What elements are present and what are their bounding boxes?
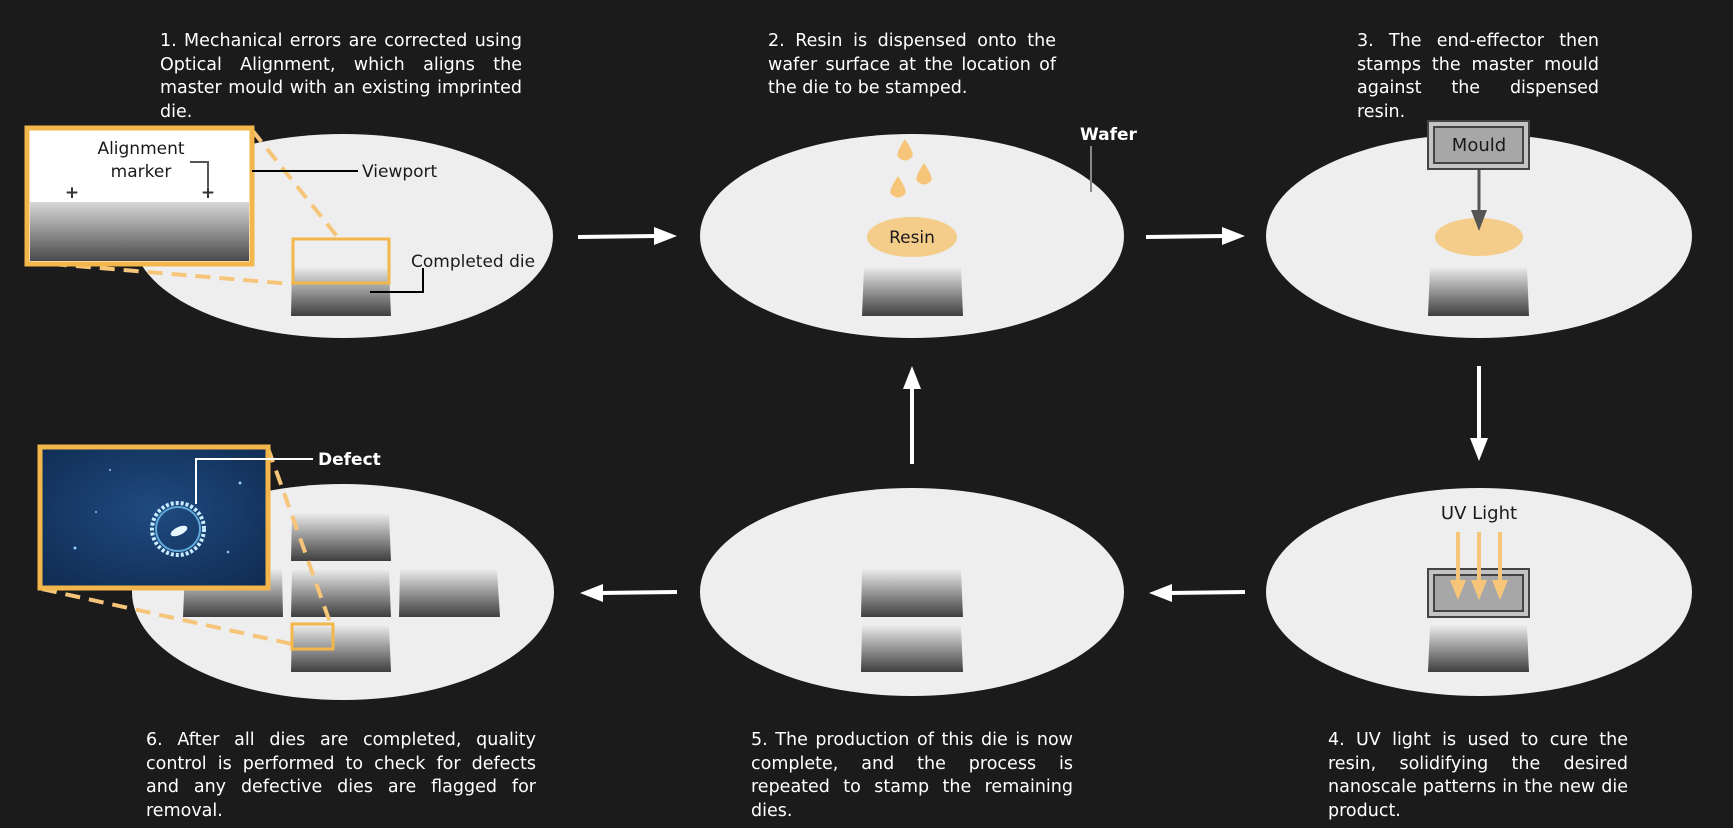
press-arrow-head (1471, 210, 1487, 231)
die-6-top (291, 514, 391, 561)
die-3 (1428, 268, 1529, 316)
viewport-die-image (30, 202, 249, 261)
flow-arrow-head (580, 584, 603, 602)
die-4 (1428, 626, 1529, 672)
alignment-marker-label-line1: Alignment (97, 139, 184, 159)
completed-die (291, 268, 391, 316)
mould-inner (1433, 126, 1524, 164)
flow-arrows (577, 227, 1488, 602)
zoom-line-6b (41, 587, 293, 646)
defect-ring (150, 501, 206, 557)
defect-dust (226, 550, 230, 554)
resin-blob-3 (1435, 218, 1523, 256)
completed-die-label: Completed die (411, 252, 535, 272)
die-5a (861, 570, 963, 617)
defect-ring-glow (155, 506, 201, 552)
flow-arrow-head (1149, 584, 1172, 602)
mould-label: Mould (1452, 135, 1506, 156)
alignment-marker-leader (190, 161, 209, 187)
step-1-caption: 1. Mechanical errors are corrected using… (160, 31, 522, 122)
zoom-line-6a (266, 447, 334, 629)
flow-arrow-head (1222, 227, 1245, 245)
flow-arrow-icon (1168, 590, 1246, 595)
die-6-bottom (291, 626, 391, 672)
alignment-marker-label-line2: marker (111, 162, 172, 182)
die-2 (862, 268, 963, 316)
die-6-right (399, 570, 500, 617)
die-5b (861, 626, 963, 672)
step-4-caption: 4. UV light is used to cure the resin, s… (1328, 730, 1628, 821)
step-3-caption: 3. The end-effector then stamps the mast… (1357, 31, 1599, 122)
step-6-group: Defect (37, 444, 554, 700)
flow-arrow-icon (1145, 234, 1226, 239)
completed-die-leader (370, 268, 424, 293)
uv-arrow-head (1471, 580, 1487, 600)
resin-drop-icon (916, 163, 932, 185)
defect-dust (238, 481, 242, 485)
flow-arrow-icon (577, 234, 658, 239)
uv-arrow-head (1450, 580, 1466, 600)
wafer-label: Wafer (1080, 125, 1138, 145)
alignment-box (291, 237, 391, 285)
resin-drop-icon (897, 139, 913, 161)
defect-highlight-box (290, 622, 335, 651)
step-5-group (700, 488, 1124, 696)
zoom-line-1b (27, 260, 293, 286)
defect-core (170, 525, 188, 537)
step-4-group: UV Light (1266, 488, 1692, 696)
flow-arrow-head (1470, 438, 1488, 461)
step-2-group: Resin Wafer (700, 125, 1138, 338)
step-5-caption: 5. The production of this die is now com… (751, 730, 1073, 821)
viewport-label: Viewport (362, 162, 438, 182)
defect-dust (95, 511, 97, 513)
alignment-mark-right-icon: + (201, 183, 215, 203)
step-1-group: + + Alignment marker Viewport Completed … (24, 125, 553, 338)
alignment-mark-left-icon: + (65, 183, 79, 203)
step-6-caption: 6. After all dies are completed, quality… (146, 730, 536, 821)
flow-arrow-head (903, 366, 921, 389)
uv-arrow-head (1492, 580, 1508, 600)
resin-blob (867, 217, 957, 257)
flow-arrow-head (654, 227, 677, 245)
flow-arrow-icon (599, 590, 678, 595)
defect-label: Defect (318, 450, 381, 470)
step-3-group: Mould (1266, 120, 1692, 338)
resin-drop-icon (890, 176, 906, 198)
uv-light-label: UV Light (1441, 503, 1517, 524)
defect-leader (195, 458, 313, 504)
die-6-center (291, 570, 391, 617)
defect-dust (73, 546, 77, 550)
resin-label: Resin (889, 228, 935, 248)
defect-dust (109, 469, 111, 471)
step-2-caption: 2. Resin is dispensed onto the wafer sur… (768, 31, 1056, 98)
